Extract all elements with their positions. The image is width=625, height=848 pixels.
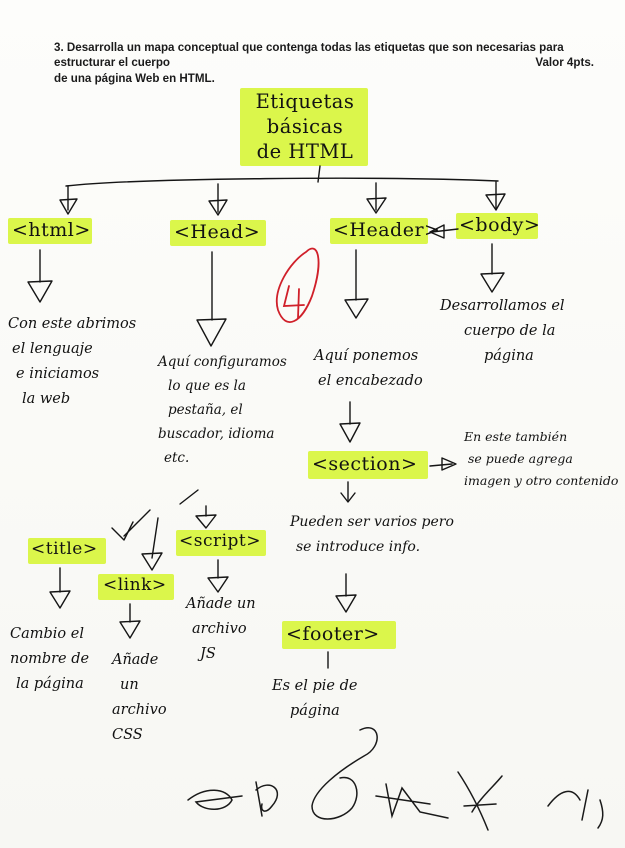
note-script-line-3: JS [200, 646, 216, 662]
highlight-link [98, 574, 174, 600]
highlight-root [240, 88, 368, 166]
note-link-line-4: CSS [112, 727, 143, 743]
note-link-line-2: un [120, 677, 139, 693]
note-head-line-3: pestaña, el [168, 402, 243, 418]
node-html: <html> [12, 219, 91, 241]
note-section-more: Pueden ser varios pero se introduce info… [290, 510, 454, 560]
note-section-line-1: En este también [464, 429, 568, 444]
note-link: Añade un archivo CSS [112, 648, 167, 748]
question-line-2: de una página Web en HTML. [54, 71, 215, 85]
note-body-line-2: cuerpo de la [464, 323, 556, 339]
node-title: <title> [31, 539, 98, 559]
note-html-line-4: la web [22, 391, 71, 407]
question-points: Valor 4pts. [535, 56, 594, 69]
question-text: 3. Desarrolla un mapa conceptual que con… [54, 40, 594, 86]
node-script: <script> [179, 531, 262, 551]
note-section-more-line-1: Pueden ser varios pero [290, 514, 454, 530]
note-script-line-1: Añade un [186, 596, 256, 612]
note-footer-line-1: Es el pie de [272, 678, 358, 694]
note-section-line-2: se puede agrega [468, 451, 573, 466]
node-head: <Head> [174, 221, 261, 243]
highlight-footer [282, 621, 396, 649]
node-body: <body> [459, 214, 541, 236]
highlight-header [330, 218, 428, 244]
note-title-line-3: la página [16, 676, 84, 692]
node-footer: <footer> [286, 623, 380, 645]
root-line-3: de HTML [256, 140, 354, 163]
highlight-section [308, 451, 428, 479]
note-head-line-2: lo que es la [168, 378, 246, 394]
note-section-more-line-2: se introduce info. [296, 539, 421, 555]
note-head-line-1: Aquí configuramos [158, 354, 287, 370]
note-head: Aquí configuramos lo que es la pestaña, … [158, 350, 287, 470]
note-title-line-1: Cambio el [10, 626, 84, 642]
note-header-line-2: el encabezado [318, 373, 423, 389]
highlight-head [170, 220, 266, 246]
note-title: Cambio el nombre de la página [10, 622, 89, 697]
node-link: <link> [103, 575, 167, 595]
note-header: Aquí ponemos el encabezado [314, 344, 423, 394]
highlight-script [176, 530, 266, 556]
note-link-line-3: archivo [112, 702, 167, 718]
node-section: <section> [312, 453, 418, 475]
note-head-line-5: etc. [164, 450, 190, 466]
node-header: <Header> [333, 219, 441, 241]
highlight-title [28, 538, 106, 564]
note-title-line-2: nombre de [10, 651, 90, 667]
note-body-line-3: página [484, 348, 534, 364]
root-node: Etiquetas básicas de HTML [244, 89, 366, 164]
note-html-line-2: el lenguaje [12, 341, 93, 357]
note-body: Desarrollamos el cuerpo de la página [440, 294, 565, 369]
root-line-1: Etiquetas [255, 90, 355, 113]
note-head-line-4: buscador, idioma [158, 426, 275, 442]
note-script-line-2: archivo [192, 621, 247, 637]
note-body-line-1: Desarrollamos el [440, 298, 565, 314]
note-footer: Es el pie de página [272, 674, 357, 724]
question-line-1: 3. Desarrolla un mapa conceptual que con… [54, 41, 564, 70]
note-section-line-3: imagen y otro contenido [464, 473, 619, 488]
note-html: Con este abrimos el lenguaje e iniciamos… [8, 312, 136, 412]
note-header-line-1: Aquí ponemos [314, 348, 419, 364]
note-script: Añade un archivo JS [186, 592, 256, 667]
note-section: En este también se puede agrega imagen y… [464, 426, 618, 492]
note-html-line-3: e iniciamos [16, 366, 100, 382]
highlight-html [8, 218, 92, 244]
note-footer-line-2: página [290, 703, 340, 719]
highlight-body [456, 213, 538, 239]
root-line-2: básicas [266, 115, 344, 138]
note-html-line-1: Con este abrimos [8, 316, 137, 332]
note-link-line-1: Añade [112, 652, 159, 668]
